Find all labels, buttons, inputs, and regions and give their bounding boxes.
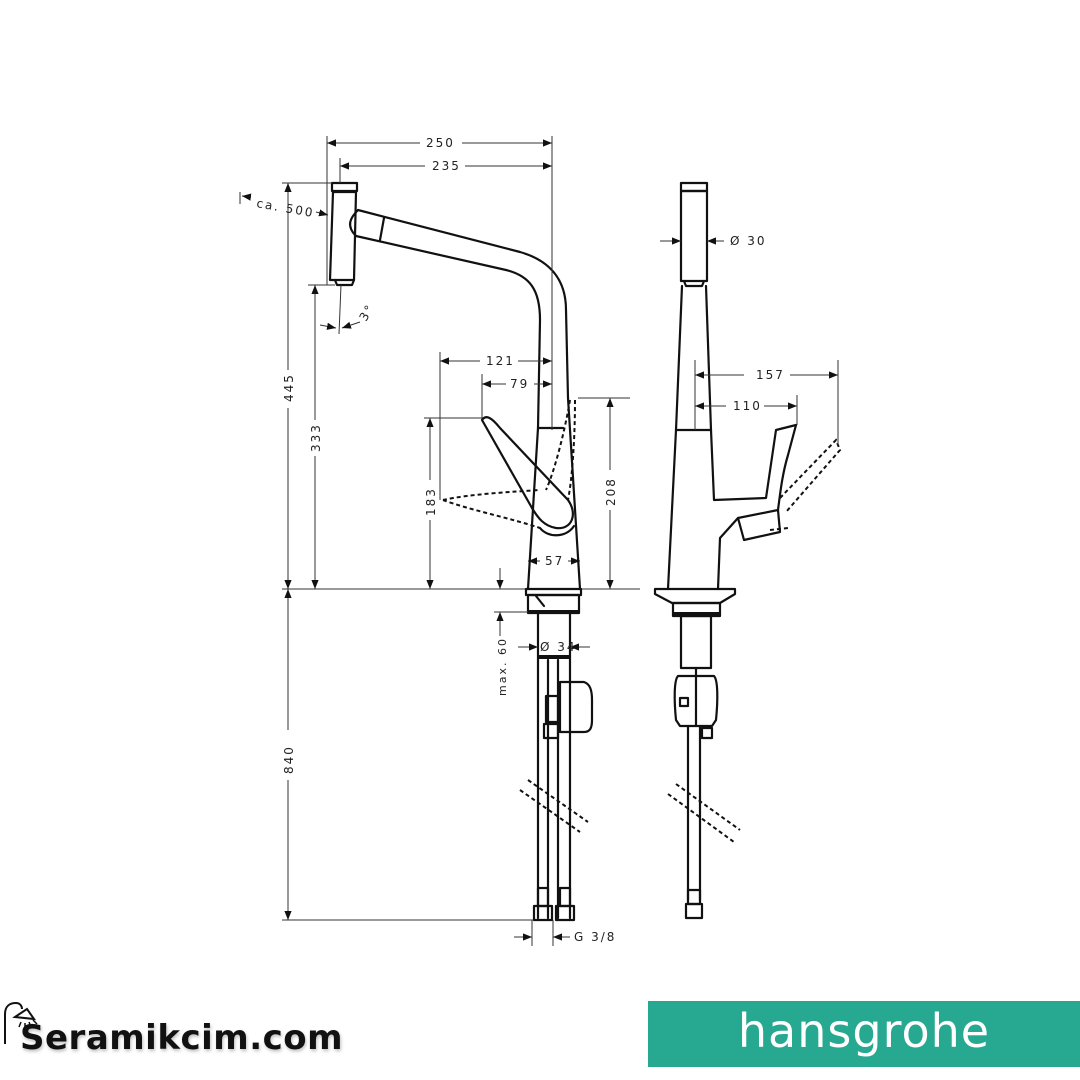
spout-head xyxy=(328,181,360,287)
handle-dashed xyxy=(442,399,576,529)
side-view: Ø 30 157 110 xyxy=(653,181,842,920)
svg-text:121: 121 xyxy=(486,354,515,368)
svg-text:250: 250 xyxy=(426,136,455,150)
hansgrohe-text: hansgrohe xyxy=(737,1004,991,1058)
svg-text:840: 840 xyxy=(282,745,296,774)
svg-text:Ø 30: Ø 30 xyxy=(730,234,767,248)
front-dimension-labels: 250 235 ca. 500 3° 445 333 121 79 183 20… xyxy=(255,136,618,944)
front-view: 250 235 ca. 500 3° 445 333 121 79 183 20… xyxy=(239,136,640,946)
faucet-body xyxy=(524,396,583,615)
svg-text:Ø 34: Ø 34 xyxy=(540,640,577,654)
svg-text:max. 60: max. 60 xyxy=(496,637,509,696)
svg-text:333: 333 xyxy=(309,423,323,452)
svg-text:445: 445 xyxy=(282,373,296,402)
svg-text:183: 183 xyxy=(424,487,438,516)
handle-solid xyxy=(480,416,576,537)
faucet-technical-drawing: 250 235 ca. 500 3° 445 333 121 79 183 20… xyxy=(239,136,842,946)
side-dimension-labels: Ø 30 157 110 xyxy=(730,234,785,413)
shank-and-hoses xyxy=(519,612,594,922)
hansgrohe-logo: hansgrohe xyxy=(648,1001,1080,1067)
side-base xyxy=(653,587,741,920)
svg-text:79: 79 xyxy=(510,377,529,391)
svg-text:235: 235 xyxy=(432,159,461,173)
side-dimensions xyxy=(660,237,839,445)
front-dimensions xyxy=(239,136,630,946)
shower-head-icon xyxy=(4,1001,38,1044)
spout-arm xyxy=(354,208,570,430)
svg-text:57: 57 xyxy=(545,554,564,568)
svg-text:G 3/8: G 3/8 xyxy=(574,930,616,944)
seramikcim-logo: Seramikcim.com xyxy=(0,996,360,1076)
svg-text:208: 208 xyxy=(604,477,618,506)
svg-text:110: 110 xyxy=(733,399,762,413)
svg-text:ca. 500: ca. 500 xyxy=(255,196,315,220)
svg-text:157: 157 xyxy=(756,368,785,382)
seramikcim-text: Seramikcim.com xyxy=(20,1018,344,1058)
svg-text:3°: 3° xyxy=(356,301,377,323)
